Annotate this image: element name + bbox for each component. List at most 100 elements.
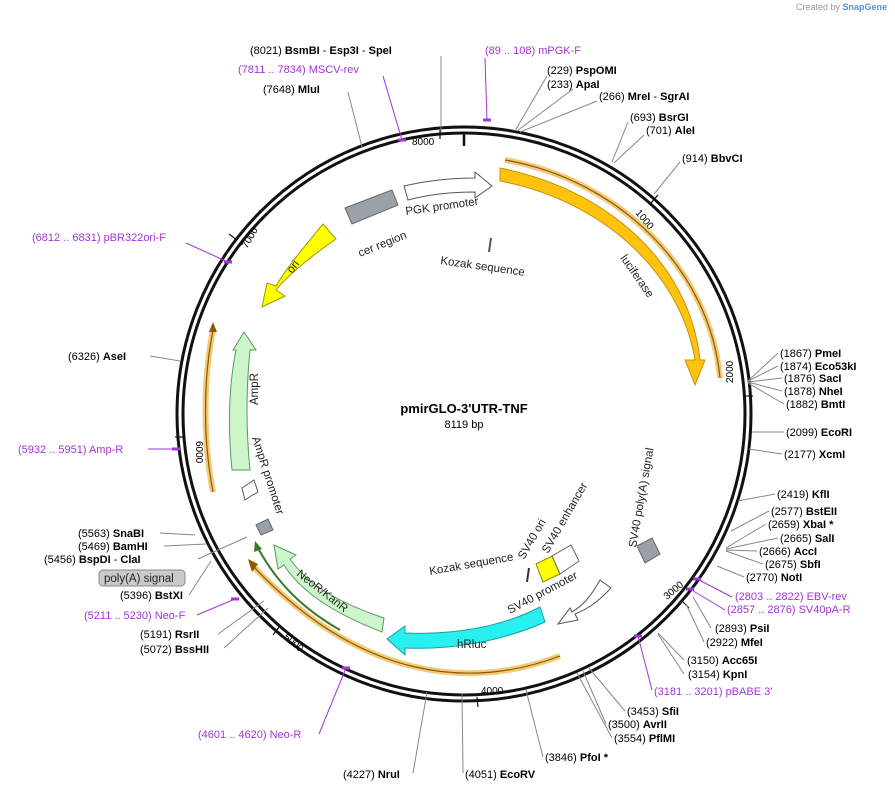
plasmid-length: 8119 bp <box>445 419 484 431</box>
primer-label-pbr322ori-f[interactable]: (6812 .. 6831) pBR322ori-F <box>32 232 166 244</box>
primer-label-ebv-rev[interactable]: (2803 .. 2822) EBV-rev <box>735 591 847 603</box>
site-position: (3500) <box>608 719 643 731</box>
ampr-promoter-arrow[interactable] <box>241 479 259 501</box>
site-label-ecorv[interactable]: (4051) EcoRV <box>465 769 536 781</box>
site-label-acc65i[interactable]: (3150) Acc65I <box>687 655 757 667</box>
site-line-pmei <box>747 352 779 382</box>
site-line-bamhi <box>163 543 207 547</box>
site-label-sbfi[interactable]: (2675) SbfI <box>765 559 821 571</box>
site-label-pspomi[interactable]: (229) PspOMI <box>547 65 617 77</box>
site-position: (1876) <box>784 373 819 385</box>
site-label-xbai[interactable]: (2659) XbaI * <box>768 519 834 531</box>
restriction-sites: (8021) BsmBI - Esp3I - SpeI (229) PspOMI (… <box>44 45 856 781</box>
primer-mark-neo-f <box>231 597 239 601</box>
enzyme-name-bmti: BmtI <box>821 399 845 411</box>
primer-name: Amp-R <box>89 444 123 456</box>
hrluc-arrow[interactable] <box>386 606 546 657</box>
enzyme-name-noti: NotI <box>781 572 802 584</box>
enzyme-name-ecorv: EcoRV <box>500 769 536 781</box>
site-label-snabi[interactable]: (5563) SnaBI <box>78 528 144 540</box>
site-position: (2659) <box>768 519 803 531</box>
site-label-mfei[interactable]: (2922) MfeI <box>706 637 763 649</box>
enzyme-name-saci: SacI <box>819 373 842 385</box>
site-label-bsrgi[interactable]: (693) BsrGI <box>630 112 689 124</box>
primer-label-amp-r[interactable]: (5932 .. 5951) Amp-R <box>18 444 123 456</box>
site-position: (5191) <box>140 629 175 641</box>
neor-kanr-arrow[interactable] <box>273 544 385 633</box>
site-label-avrii[interactable]: (3500) AvrII <box>608 719 667 731</box>
primer-label-neo-r[interactable]: (4601 .. 4620) Neo-R <box>198 729 301 741</box>
site-label-pmei[interactable]: (1867) PmeI <box>780 348 841 360</box>
site-position: (266) <box>599 91 628 103</box>
site-label-asei[interactable]: (6326) AseI <box>68 351 126 363</box>
pgk-promoter-arrow[interactable] <box>403 170 493 201</box>
site-line-nhei <box>747 381 783 392</box>
site-line-ecorv <box>461 692 464 774</box>
site-label-eco53ki[interactable]: (1874) Eco53kI <box>780 361 856 373</box>
site-label-sfii[interactable]: (3453) SfiI <box>627 706 679 718</box>
site-position: (7648) <box>263 84 298 96</box>
site-label-noti[interactable]: (2770) NotI <box>746 572 802 584</box>
sv40-enhancer-box[interactable] <box>551 544 580 575</box>
site-label-bmti[interactable]: (1882) BmtI <box>786 399 845 411</box>
site-line-pflmi <box>576 672 613 739</box>
site-label-mlui[interactable]: (7648) MluI <box>263 84 320 96</box>
primer-name: pBR322ori-F <box>104 232 167 244</box>
site-label-acci[interactable]: (2666) AccI <box>759 546 817 558</box>
enzyme-name-mrei: MreI <box>628 91 651 103</box>
sv40-polya-box[interactable] <box>636 537 661 564</box>
enzyme-name-bsrgi: BsrGI <box>659 112 689 124</box>
site-label-apai[interactable]: (233) ApaI <box>547 79 600 91</box>
enzyme-name-xbai: XbaI * <box>803 519 834 531</box>
site-label-bsmbi[interactable]: (8021) BsmBI - Esp3I - SpeI <box>250 45 392 57</box>
site-label-mrei[interactable]: (266) MreI - SgrAI <box>599 91 690 103</box>
enzyme-name-avrii: AvrII <box>643 719 667 731</box>
cer-region-box[interactable] <box>344 189 399 225</box>
polya-signal-badge[interactable]: poly(A) signal <box>98 569 186 587</box>
primer-range: (5211 .. 5230) <box>84 610 155 622</box>
site-separator: - <box>320 45 330 57</box>
site-line-saci <box>747 377 783 383</box>
site-position: (914) <box>682 153 711 165</box>
site-label-saci[interactable]: (1876) SacI <box>784 373 842 385</box>
site-line-kfli <box>737 493 776 502</box>
site-label-rsrii[interactable]: (5191) RsrII <box>140 629 199 641</box>
site-label-bsteii[interactable]: (2577) BstEII <box>771 506 837 518</box>
site-label-kfli[interactable]: (2419) KflI <box>777 489 830 501</box>
enzyme-name-asei: AseI <box>103 351 126 363</box>
luciferase-arrow[interactable] <box>499 167 706 387</box>
primer-label-mscv-rev[interactable]: (7811 .. 7834) MSCV-rev <box>238 64 359 76</box>
small-grey-feature[interactable] <box>255 518 274 536</box>
site-label-bspdi[interactable]: (5456) BspDI - ClaI <box>44 554 141 566</box>
site-label-pfoi[interactable]: (3846) PfoI * <box>545 752 609 764</box>
site-label-nhei[interactable]: (1878) NheI <box>784 386 843 398</box>
primer-label-sv40pa-r[interactable]: (2857 .. 2876) SV40pA-R <box>727 604 851 616</box>
site-label-alei[interactable]: (701) AleI <box>646 125 695 137</box>
site-label-nrui[interactable]: (4227) NruI <box>343 769 400 781</box>
site-label-ecori[interactable]: (2099) EcoRI <box>786 427 852 439</box>
site-position: (5456) <box>44 554 79 566</box>
ampr-arrow[interactable] <box>228 331 257 471</box>
sv40-promoter-arrow[interactable] <box>556 579 612 625</box>
site-label-bsshii[interactable]: (5072) BssHII <box>140 644 209 656</box>
primer-label-mpgk-f[interactable]: (89 .. 108) mPGK-F <box>485 45 581 57</box>
site-line-psii <box>692 596 712 629</box>
site-position: (693) <box>630 112 659 124</box>
ori-arrow[interactable] <box>261 223 337 308</box>
site-line-bsshii <box>223 607 269 649</box>
site-label-bamhi[interactable]: (5469) BamHI <box>78 541 148 553</box>
tick-label-4000: 4000 <box>481 686 504 697</box>
primer-label-neo-f[interactable]: (5211 .. 5230) Neo-F <box>84 610 186 622</box>
site-label-pflmi[interactable]: (3554) PflMI <box>614 733 675 745</box>
site-label-kpni[interactable]: (3154) KpnI <box>688 669 747 681</box>
primer-line-mscv-rev <box>382 75 403 141</box>
site-label-psii[interactable]: (2893) PsiI <box>715 623 769 635</box>
site-position: (701) <box>646 125 675 137</box>
primer-label-pbabe-3[interactable]: (3181 .. 3201) pBABE 3' <box>654 686 772 698</box>
site-label-bstxi[interactable]: (5396) BstXI <box>120 590 183 602</box>
site-position: (3453) <box>627 706 662 718</box>
site-label-xcmi[interactable]: (2177) XcmI <box>784 449 845 461</box>
site-label-sali[interactable]: (2665) SalI <box>780 533 834 545</box>
site-label-bbvci[interactable]: (914) BbvCI <box>682 153 743 165</box>
